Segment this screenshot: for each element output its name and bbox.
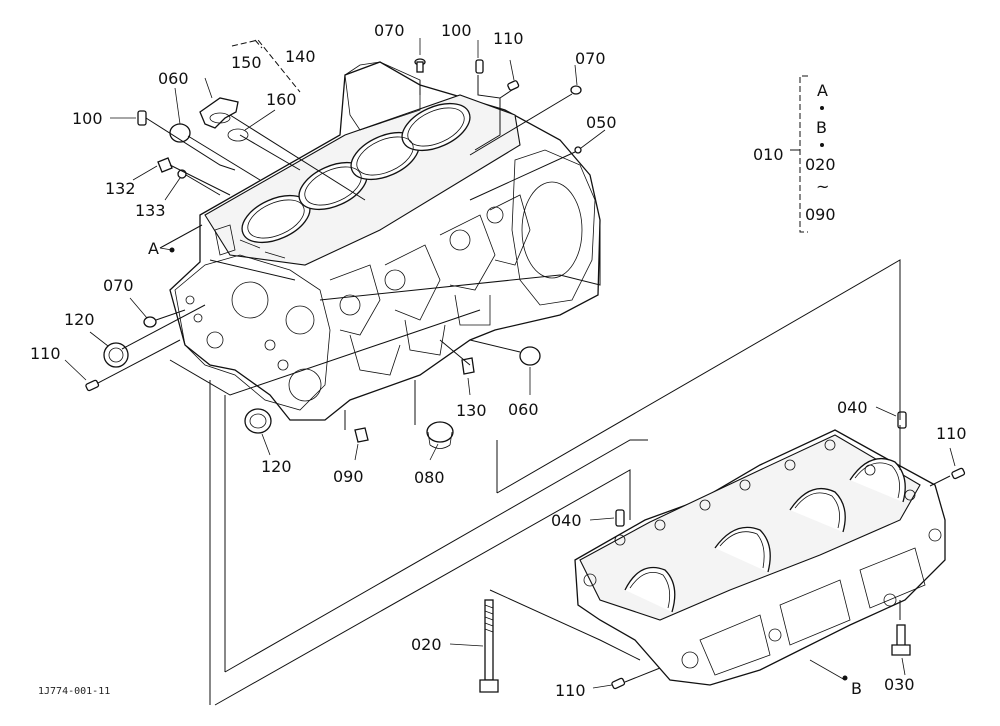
label-100-left: 100 <box>72 109 103 128</box>
label-080: 080 <box>414 468 445 487</box>
legend-item-tilde: ~ <box>816 177 829 196</box>
label-030: 030 <box>884 675 915 694</box>
label-120-left: 120 <box>64 310 95 329</box>
label-100-top: 100 <box>441 21 472 40</box>
label-140: 140 <box>285 47 316 66</box>
label-070-right: 070 <box>575 49 606 68</box>
label-150: 150 <box>231 53 262 72</box>
label-130: 130 <box>456 401 487 420</box>
legend-code: 010 <box>753 145 784 164</box>
label-040-mid: 040 <box>551 511 582 530</box>
label-110-top: 110 <box>493 29 524 48</box>
label-060-left: 060 <box>158 69 189 88</box>
legend-dot-1 <box>820 106 824 110</box>
legend-item-020: 020 <box>805 155 836 174</box>
part-labels: 070 100 110 070 050 140 150 160 060 100 … <box>30 21 967 700</box>
drawing-code: 1J774-001-11 <box>38 686 110 697</box>
label-040-right: 040 <box>837 398 868 417</box>
legend-dot-2 <box>820 143 824 147</box>
label-133: 133 <box>135 201 166 220</box>
label-132: 132 <box>105 179 136 198</box>
label-160: 160 <box>266 90 297 109</box>
label-070-top: 070 <box>374 21 405 40</box>
small-parts <box>85 58 966 693</box>
ref-dot-a <box>169 247 175 253</box>
label-b-bottom: B <box>851 679 862 698</box>
label-a-left: A <box>148 239 159 258</box>
label-020: 020 <box>411 635 442 654</box>
label-110-left: 110 <box>30 344 61 363</box>
label-060-bottom: 060 <box>508 400 539 419</box>
leader-lines <box>64 38 956 689</box>
assembly-legend: 010 A B 020 ~ 090 <box>753 81 836 224</box>
legend-item-090: 090 <box>805 205 836 224</box>
label-050: 050 <box>586 113 617 132</box>
label-120-bottom: 120 <box>261 457 292 476</box>
lower-crankcase <box>574 429 946 686</box>
legend-item-b: B <box>816 118 827 137</box>
label-110-right: 110 <box>936 424 967 443</box>
assembly-lines <box>97 39 951 706</box>
ref-dot-b <box>842 675 848 681</box>
label-090-bottom: 090 <box>333 467 364 486</box>
label-070-left: 070 <box>103 276 134 295</box>
label-110-bottom: 110 <box>555 681 586 700</box>
legend-item-a: A <box>817 81 828 100</box>
